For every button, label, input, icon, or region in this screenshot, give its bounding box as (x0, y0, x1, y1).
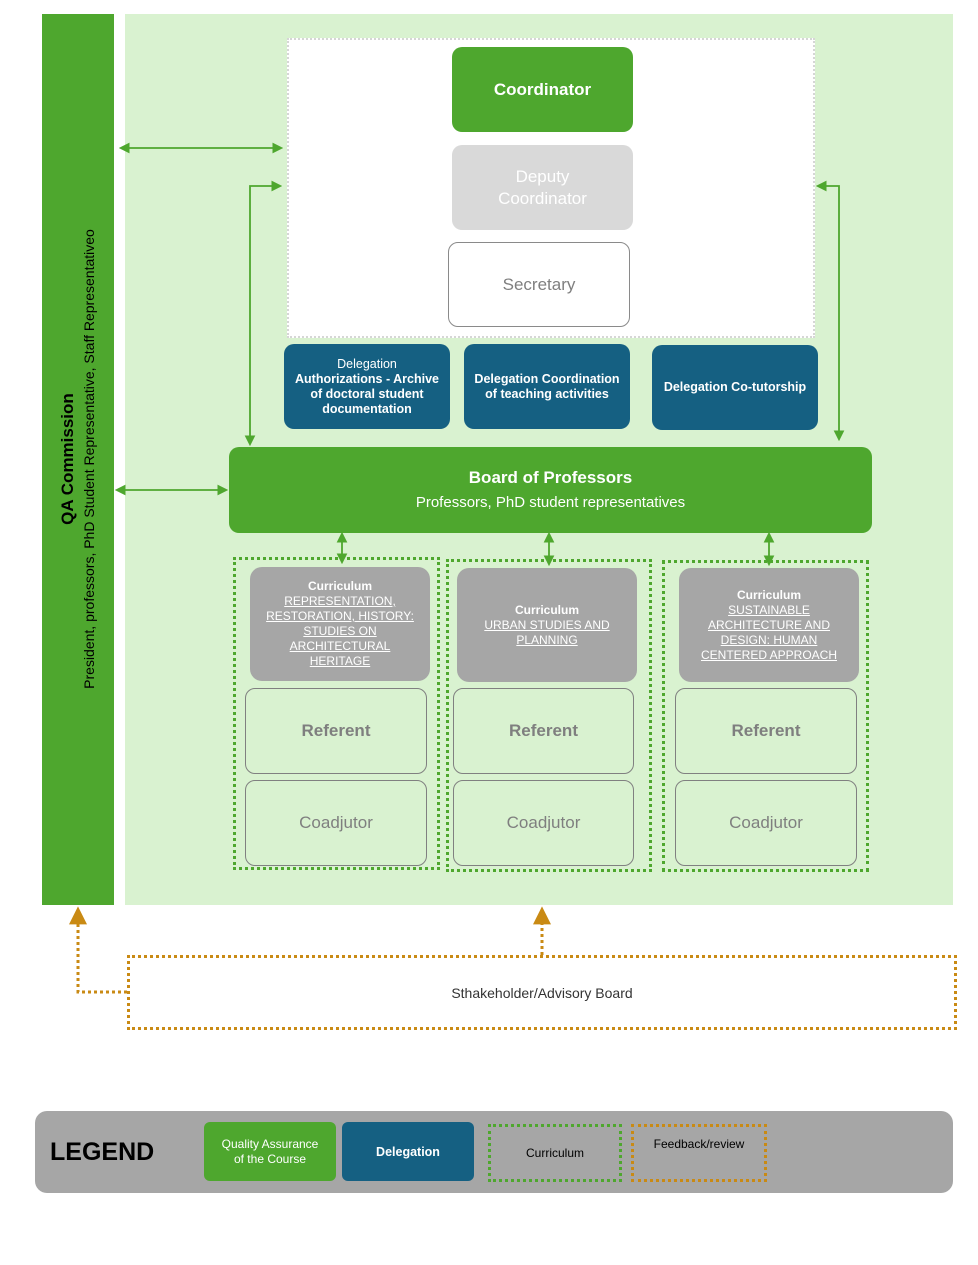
delegation-label: Delegation Co-tutorship (663, 380, 807, 394)
referent-label: Referent (509, 721, 578, 740)
curriculum-header: Curriculum SUSTAINABLE ARCHITECTURE AND … (679, 568, 859, 682)
curriculum-name: URBAN STUDIES AND PLANNING (484, 617, 610, 647)
arrow-left-coordination-board (244, 180, 283, 447)
coadjutor-label: Coadjutor (506, 813, 581, 832)
legend-curriculum: Curriculum (488, 1124, 622, 1182)
legend-feedback-review: Feedback/review (631, 1124, 767, 1182)
secretary-label: Secretary (502, 274, 576, 294)
referent-box: Referent (675, 688, 857, 774)
curriculum-name: REPRESENTATION, RESTORATION, HISTORY: ST… (266, 594, 414, 668)
curriculum-label: Curriculum (307, 579, 372, 593)
curriculum-group (233, 557, 440, 870)
delegation-cotutorship-box: Delegation Co-tutorship (652, 345, 818, 430)
referent-label: Referent (731, 721, 801, 740)
legend-quality-label: Quality Assurance of the Course (221, 1136, 319, 1166)
deputy-label-line2: Coordinator (498, 188, 587, 208)
coadjutor-label: Coadjutor (729, 813, 803, 832)
coadjutor-box: Coadjutor (245, 780, 427, 866)
curriculum-name: SUSTAINABLE ARCHITECTURE AND DESIGN: HUM… (700, 602, 838, 662)
deputy-label-line1: Deputy (515, 166, 570, 186)
coadjutor-box: Coadjutor (675, 780, 857, 866)
deputy-coordinator-box: Deputy Coordinator (452, 145, 633, 230)
secretary-box: Secretary (448, 242, 630, 327)
curriculum-header: Curriculum URBAN STUDIES AND PLANNING (457, 568, 637, 682)
coadjutor-label: Coadjutor (299, 813, 373, 832)
referent-box: Referent (453, 688, 634, 774)
coordinator-box: Coordinator (452, 47, 633, 132)
legend-delegation-label: Delegation (376, 1144, 440, 1159)
delegation-teaching-box: Delegation Coordination of teaching acti… (464, 344, 630, 429)
curriculum-header: Curriculum REPRESENTATION, RESTORATION, … (250, 567, 430, 681)
legend-curriculum-label: Curriculum (525, 1146, 584, 1160)
legend-quality-assurance: Quality Assurance of the Course (204, 1122, 336, 1181)
curriculum-label: Curriculum (514, 602, 579, 617)
curriculum-label: Curriculum (736, 587, 801, 602)
stakeholder-label: Sthakeholder/Advisory Board (451, 984, 633, 1001)
referent-box: Referent (245, 688, 427, 774)
qa-commission-bar (42, 14, 114, 905)
delegation-prefix: Delegation (337, 356, 397, 371)
stakeholder-advisory-board-box: Sthakeholder/Advisory Board (127, 955, 957, 1030)
board-title: Board of Professors (468, 467, 633, 487)
delegation-authorizations-box: Delegation Authorizations - Archive of d… (284, 344, 450, 429)
feedback-arrow-qa (69, 906, 127, 994)
board-members: Professors, PhD student representatives (415, 493, 686, 511)
legend-feedback-label: Feedback/review (653, 1137, 745, 1151)
delegation-label: Authorizations - Archive of doctoral stu… (295, 371, 439, 416)
legend-delegation: Delegation (342, 1122, 474, 1181)
legend-title: LEGEND (50, 1137, 155, 1166)
delegation-label: Delegation Coordination of teaching acti… (474, 371, 620, 401)
arrow-right-coordination-board (815, 180, 845, 442)
coadjutor-box: Coadjutor (453, 780, 634, 866)
board-of-professors-box: Board of Professors Professors, PhD stud… (229, 447, 872, 533)
referent-label: Referent (301, 721, 371, 740)
coordinator-label: Coordinator (493, 79, 592, 99)
